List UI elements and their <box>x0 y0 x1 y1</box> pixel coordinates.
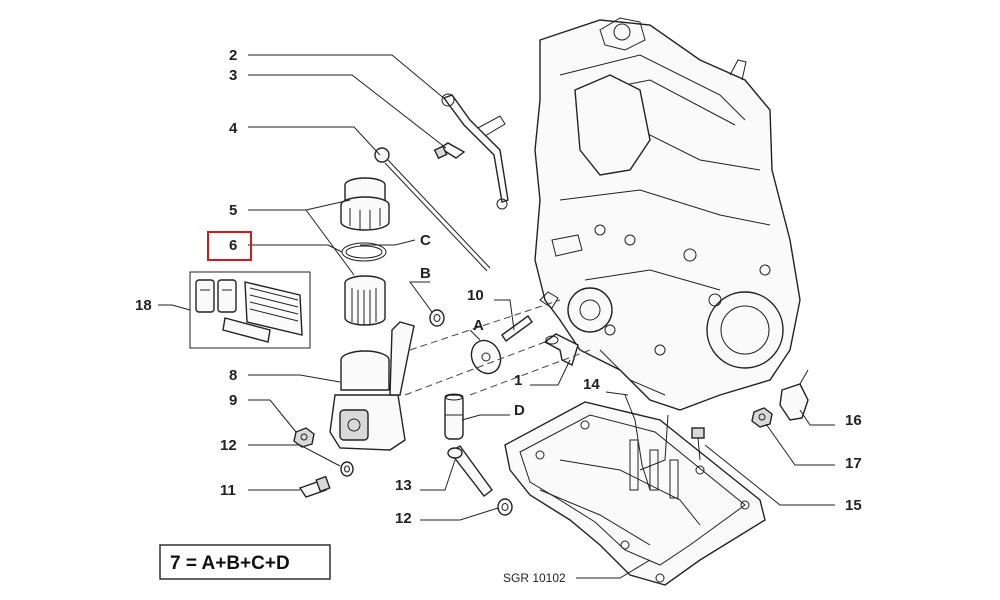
leader-lines <box>158 54 835 579</box>
reference-code: SGR 10102 <box>503 571 566 585</box>
sensor-16 <box>779 369 809 421</box>
nut-9 <box>293 427 315 448</box>
callout-12-left: 12 <box>220 437 237 454</box>
callout-6-highlight <box>207 231 252 261</box>
formula-text: 7 = A+B+C+D <box>170 553 290 574</box>
filter-cap <box>340 177 390 231</box>
gasket-a <box>470 339 502 375</box>
callout-14: 14 <box>583 376 600 393</box>
callout-labels: 2 3 4 5 6 18 8 9 12 11 C B 10 A 1 14 D 1… <box>135 47 862 527</box>
sensor-11 <box>298 475 331 498</box>
callout-1: 1 <box>514 372 522 389</box>
callout-B: B <box>420 265 431 282</box>
engine-block <box>534 17 801 411</box>
assembly-lines <box>404 299 591 396</box>
stud-10 <box>501 315 533 342</box>
callout-16: 16 <box>845 412 862 429</box>
callout-9: 9 <box>229 392 237 409</box>
callout-17: 17 <box>845 455 862 472</box>
callout-15: 15 <box>845 497 862 514</box>
callout-6: 6 <box>229 237 237 254</box>
filter-housing <box>329 321 415 451</box>
nut-17 <box>751 407 773 428</box>
bolt-3 <box>433 142 466 160</box>
callout-10: 10 <box>467 287 484 304</box>
filter-kit-box <box>189 271 311 349</box>
o-ring-c <box>341 242 387 262</box>
pipe-13 <box>447 445 493 497</box>
callout-18: 18 <box>135 297 152 314</box>
callout-13: 13 <box>395 477 412 494</box>
callout-A: A <box>473 317 484 334</box>
callout-5: 5 <box>229 202 237 219</box>
oil-sump <box>504 401 766 586</box>
callout-8: 8 <box>229 367 237 384</box>
formula-panel: 7 = A+B+C+D <box>159 544 331 580</box>
washer-12b <box>497 498 513 516</box>
callout-12-bottom: 12 <box>395 510 412 527</box>
callout-2: 2 <box>229 47 237 64</box>
union-d <box>444 393 464 440</box>
bolt-15 <box>691 427 705 461</box>
callout-D: D <box>514 402 525 419</box>
callout-11: 11 <box>220 482 236 499</box>
oil-pipe-14 <box>624 394 669 491</box>
callout-C: C <box>420 232 431 249</box>
dipstick-tube <box>441 93 509 210</box>
washer-b <box>429 309 445 327</box>
pipe-1 <box>543 333 579 366</box>
callout-4: 4 <box>229 120 238 137</box>
formula-box <box>159 544 331 580</box>
washer-12a <box>340 461 354 477</box>
callout-3: 3 <box>229 67 237 84</box>
filter-element <box>344 275 386 326</box>
dipstick <box>374 147 491 272</box>
